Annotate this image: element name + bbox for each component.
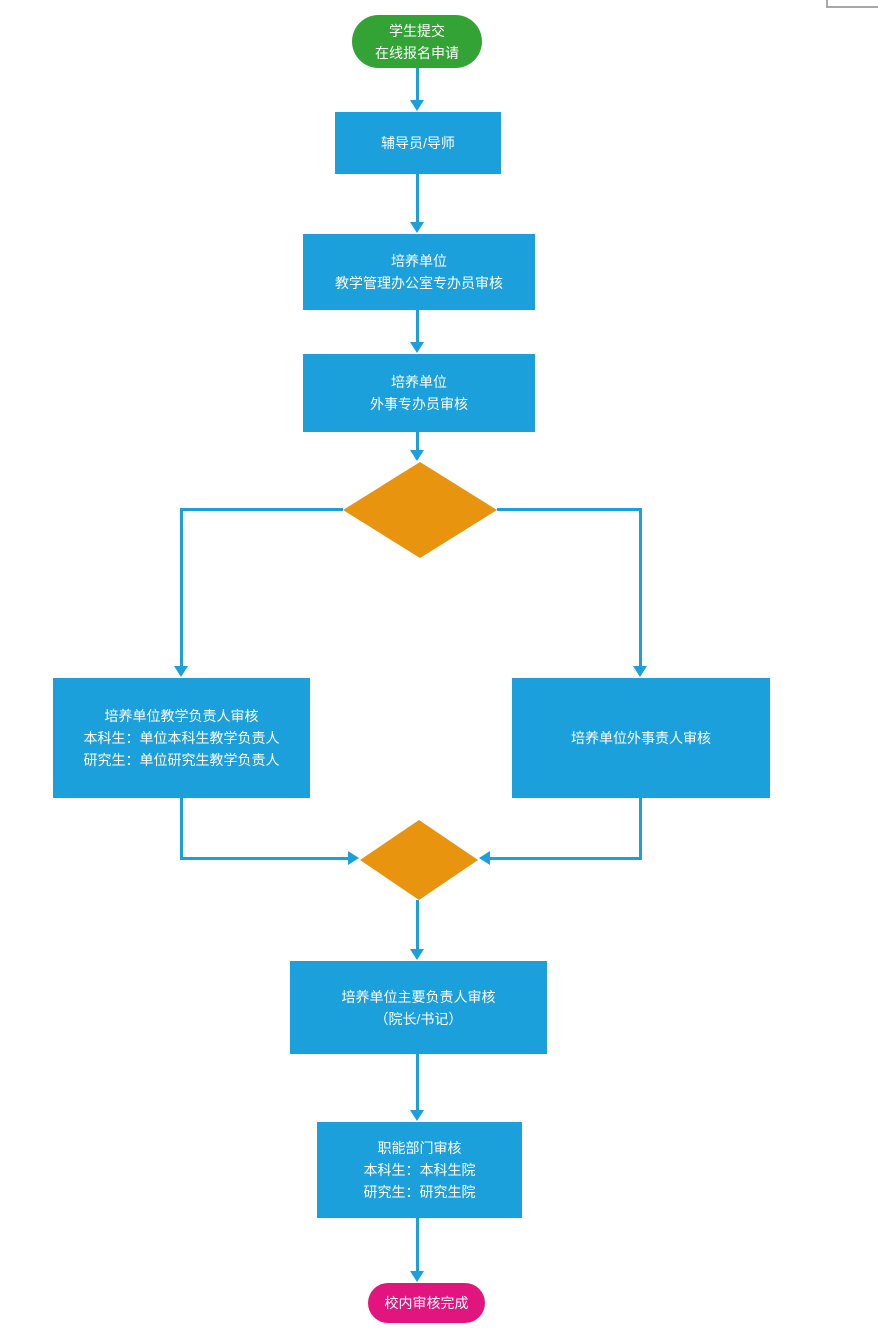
arrowhead-down bbox=[410, 222, 424, 233]
connector-line bbox=[416, 1218, 419, 1272]
connector-line bbox=[416, 900, 419, 950]
crop-corner-mark bbox=[826, 6, 878, 8]
connector-line bbox=[180, 508, 183, 667]
arrowhead-down bbox=[410, 1271, 424, 1282]
crop-corner-mark bbox=[826, 0, 828, 8]
arrowhead-right bbox=[348, 851, 359, 865]
connector-line bbox=[416, 310, 419, 343]
node-merge-decision bbox=[360, 820, 478, 900]
node-label-line: 在线报名申请 bbox=[375, 44, 459, 61]
node-label-line: 培养单位 bbox=[391, 253, 447, 269]
connector-line bbox=[639, 508, 642, 667]
node-label-line: 研究生：单位研究生教学负责人 bbox=[83, 752, 280, 768]
node-label-line: 学生提交 bbox=[389, 22, 445, 39]
connector-line bbox=[416, 174, 419, 223]
node-label-line: 培养单位外事责人审核 bbox=[571, 730, 711, 746]
node-main-leader: 培养单位主要负责人审核 （院长/书记） bbox=[290, 961, 547, 1054]
node-start: 学生提交 在线报名申请 bbox=[352, 15, 482, 68]
node-label-line: 本科生：单位本科生教学负责人 bbox=[83, 730, 280, 746]
node-label-line: 职能部门审核 bbox=[377, 1140, 462, 1156]
node-counselor: 辅导员/导师 bbox=[335, 112, 501, 174]
node-label-line: 培养单位 bbox=[391, 374, 447, 390]
connector-line bbox=[416, 68, 419, 101]
node-teaching-leader: 培养单位教学负责人审核 本科生：单位本科生教学负责人 研究生：单位研究生教学负责… bbox=[53, 678, 310, 798]
node-teaching-office: 培养单位 教学管理办公室专办员审核 bbox=[303, 234, 535, 310]
arrowhead-down bbox=[174, 666, 188, 677]
node-foreign-leader: 培养单位外事责人审核 bbox=[512, 678, 770, 798]
node-label-line: 本科生：本科生院 bbox=[363, 1162, 476, 1178]
arrowhead-left bbox=[479, 851, 490, 865]
node-label-line: 培养单位主要负责人审核 bbox=[341, 988, 496, 1005]
node-label-line: （院长/书记） bbox=[374, 1010, 463, 1027]
arrowhead-down bbox=[410, 450, 424, 461]
arrowhead-down bbox=[633, 666, 647, 677]
node-split-decision bbox=[343, 462, 497, 558]
node-foreign-office: 培养单位 外事专办员审核 bbox=[303, 354, 535, 432]
arrowhead-down bbox=[410, 949, 424, 960]
connector-line bbox=[180, 508, 343, 511]
connector-line bbox=[180, 857, 348, 860]
node-end: 校内审核完成 bbox=[368, 1283, 485, 1323]
node-label-line: 辅导员/导师 bbox=[381, 135, 455, 151]
arrowhead-down bbox=[410, 1110, 424, 1121]
node-label-line: 外事专办员审核 bbox=[370, 396, 468, 412]
connector-line bbox=[497, 508, 642, 511]
connector-line bbox=[416, 1054, 419, 1111]
connector-line bbox=[490, 857, 642, 860]
node-functional-dept: 职能部门审核 本科生：本科生院 研究生：研究生院 bbox=[317, 1122, 522, 1218]
connector-line bbox=[639, 798, 642, 860]
node-label-line: 研究生：研究生院 bbox=[363, 1184, 476, 1200]
connector-line bbox=[416, 432, 419, 451]
node-label-line: 培养单位教学负责人审核 bbox=[104, 708, 259, 724]
connector-line bbox=[180, 798, 183, 860]
node-label-line: 校内审核完成 bbox=[384, 1295, 469, 1311]
node-label-line: 教学管理办公室专办员审核 bbox=[335, 275, 503, 291]
arrowhead-down bbox=[410, 100, 424, 111]
arrowhead-down bbox=[410, 342, 424, 353]
